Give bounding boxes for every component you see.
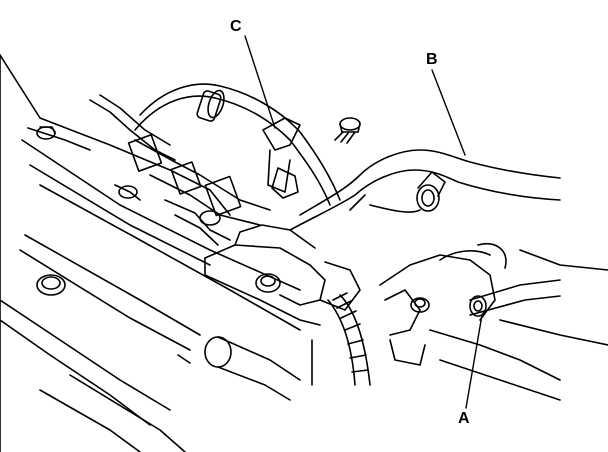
clamp-c [262,117,301,199]
injector-rail [89,94,271,246]
wiring-harness [327,292,371,386]
engine-block [0,54,301,452]
hose-c [134,83,341,206]
throttle-body-cover [204,224,361,326]
leader-c [244,35,276,129]
callout-b-label: B [426,51,438,68]
leader-b [431,69,466,156]
lower-pipe [177,336,313,401]
callout-c-label: C [230,18,242,35]
loose-bolt [334,117,361,144]
fitting-a [379,243,561,336]
oil-filler-cap [36,274,66,296]
right-components [389,249,608,401]
hose-b [289,149,561,231]
leader-a [465,314,483,409]
leader-lines [244,35,483,409]
cover-bolt [27,126,91,151]
callout-a-label: A [458,410,470,427]
clamp-b [416,171,446,212]
